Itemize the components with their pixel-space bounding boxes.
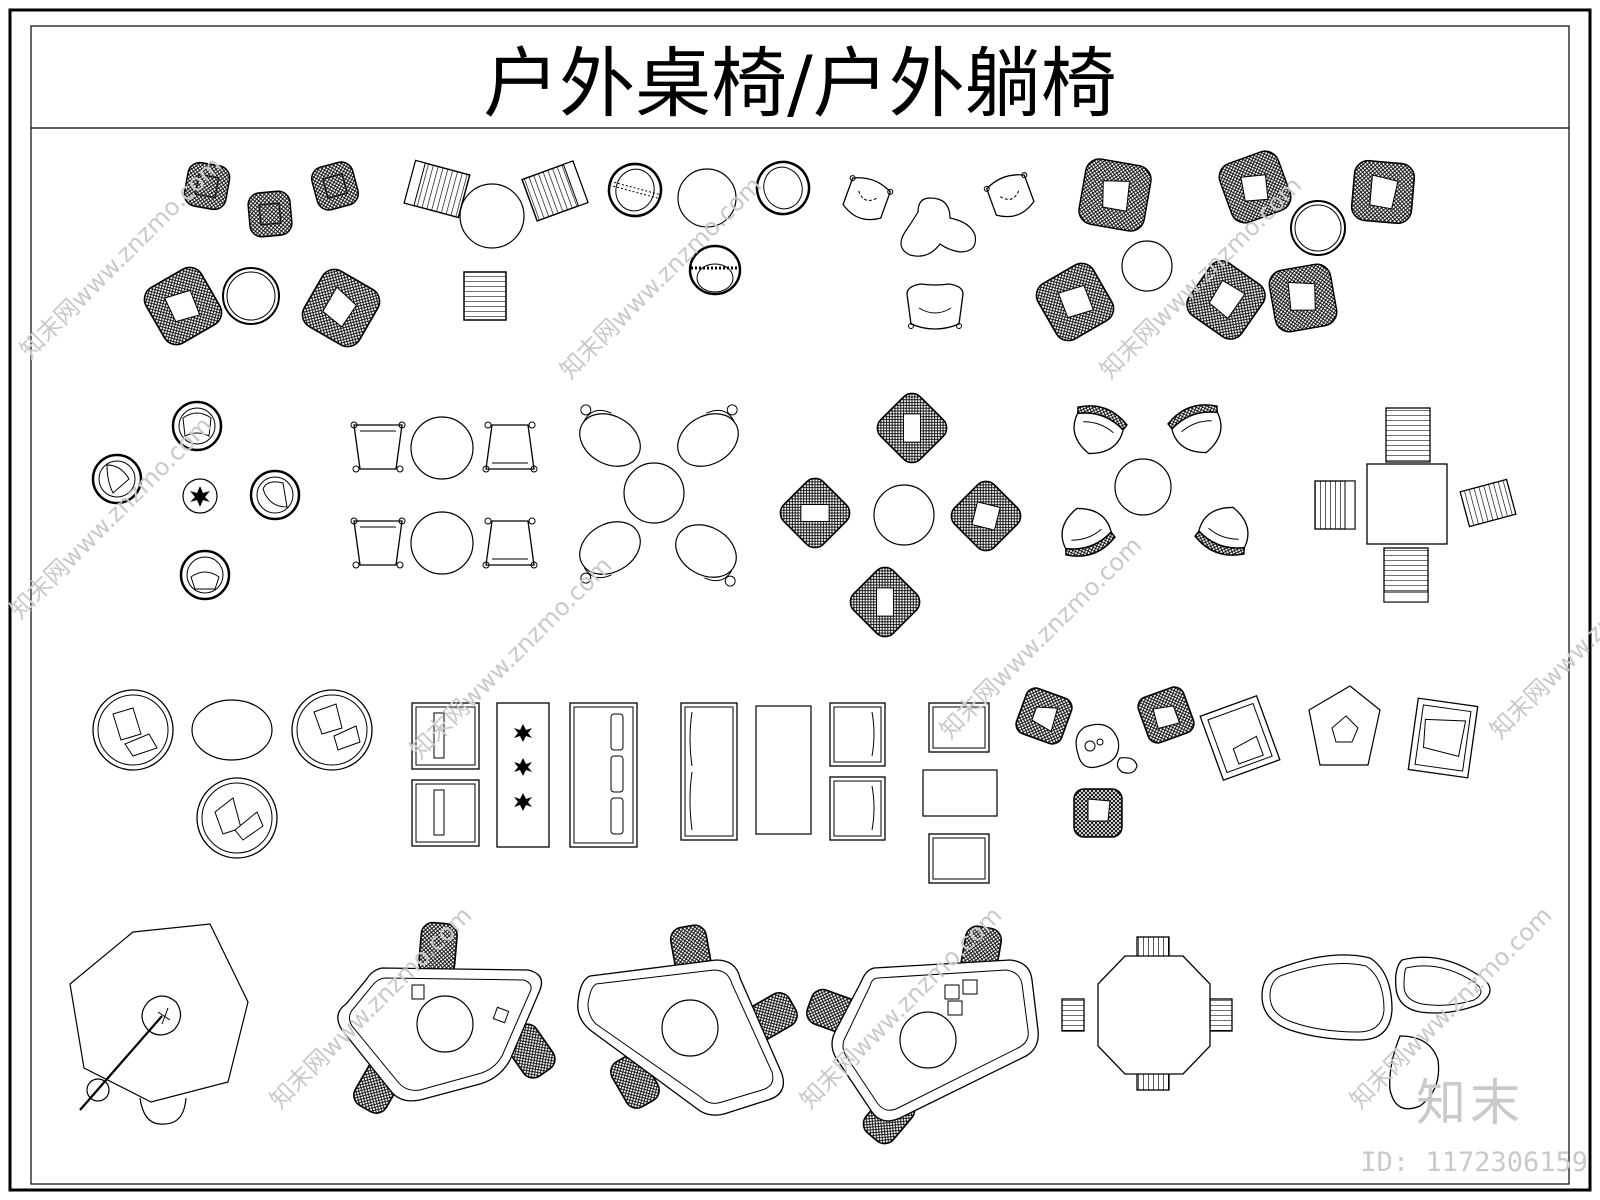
set-wicker-chairs-round-table — [143, 161, 381, 348]
set-four-mesh-chairs-round-table — [779, 392, 1022, 638]
set-organic-loungers — [1261, 954, 1491, 1110]
outer-frame — [8, 8, 1592, 1192]
set-trapezoid-table-mesh-chairs-3 — [806, 925, 1039, 1145]
diagonal-watermarks: 知末网www.znzmo.com 知末网www.znzmo.com 知末网www… — [4, 151, 1600, 1114]
set-modular-sofas-planter-table — [411, 702, 638, 848]
set-round-lounge-chairs-small-table — [91, 400, 301, 601]
set-tub-chairs-round-table — [1061, 404, 1249, 557]
drawing-title: 户外桌椅/户外躺椅 — [483, 39, 1117, 128]
set-square-table-four-slat-chairs — [1314, 407, 1517, 603]
watermark-brand-logo: 知末 — [1416, 1074, 1524, 1132]
set-egg-chairs-round-table — [579, 404, 739, 587]
set-papasan-chairs-oval-table — [92, 689, 373, 859]
set-sofa-coffee-table-armchairs — [680, 702, 998, 884]
set-woven-round-chairs-table — [607, 160, 811, 296]
set-three-mesh-chairs-pebble-table — [1015, 686, 1195, 838]
set-trapezoid-table-mesh-chairs-1 — [337, 921, 556, 1114]
set-trapezoid-table-mesh-chairs-2 — [577, 924, 798, 1116]
inner-frame — [30, 25, 1570, 1185]
set-umbrella-octagon-table — [69, 923, 249, 1125]
set-mesh-lounge-chairs-tables — [1035, 150, 1416, 342]
set-shell-chairs-trefoil-table — [842, 172, 1035, 330]
set-slat-chairs-round-table — [403, 159, 589, 321]
set-block-chairs-pentagon-table — [1199, 685, 1479, 782]
watermark-diagonal-5: 知末网www.znzmo.com — [404, 551, 617, 764]
set-armchairs-two-round-tables — [350, 416, 538, 575]
watermark-id-label: ID: 1172306159 — [1360, 1147, 1588, 1178]
set-octagon-table-four-chairs — [1061, 936, 1233, 1091]
watermark-diagonal-4: 知末网www.znzmo.com — [4, 411, 217, 624]
watermark-diagonal-7: 知末网www.znzmo.com — [1484, 531, 1600, 744]
